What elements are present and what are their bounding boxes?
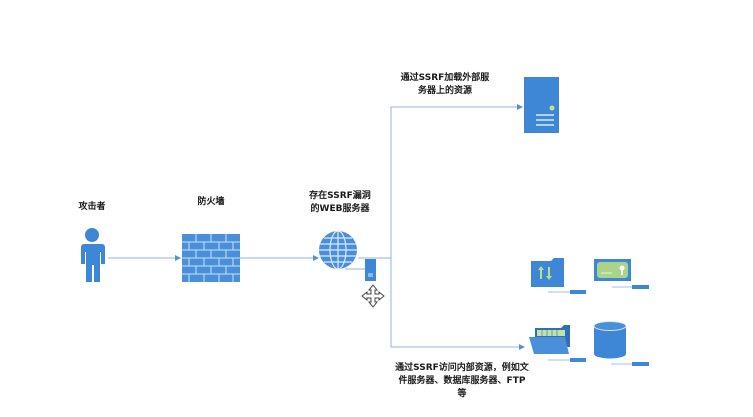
internal-resources-label-line3: 等 — [457, 389, 467, 399]
internal-resources-label: 通过SSRF访问内部资源，例如文 件服务器、数据库服务器、FTP 等 — [382, 362, 542, 401]
move-cursor-icon — [361, 284, 385, 308]
open-folder-icon — [529, 325, 586, 362]
globe-icon — [319, 230, 357, 270]
small-server-icon — [365, 259, 376, 281]
internal-resources-label-line1: 通过SSRF访问内部资源，例如文 — [395, 363, 529, 373]
certificate-icon — [594, 259, 649, 289]
firewall-label: 防火墙 — [197, 197, 225, 207]
web-server-label: 存在SSRF漏洞 的WEB服务器 — [300, 190, 380, 216]
person-icon — [81, 228, 105, 282]
web-server-label-line1: 存在SSRF漏洞 — [309, 191, 371, 201]
arrow-to-internal-resources — [390, 258, 525, 350]
web-server-label-line2: 的WEB服务器 — [310, 204, 370, 214]
external-server-label-line2: 务器上的资源 — [417, 86, 472, 96]
database-icon — [593, 321, 649, 366]
server-tower-icon — [524, 77, 559, 133]
connectors — [108, 104, 525, 350]
external-server-label: 通过SSRF加载外部服 务器上的资源 — [395, 72, 495, 98]
brick-wall-icon — [182, 234, 240, 282]
ftp-folder-icon — [531, 258, 586, 294]
attacker-label: 攻击者 — [78, 202, 106, 212]
external-server-label-line1: 通过SSRF加载外部服 — [400, 73, 490, 83]
internal-resources-label-line2: 件服务器、数据库服务器、FTP — [398, 376, 526, 386]
arrow-to-external-server — [390, 104, 523, 258]
